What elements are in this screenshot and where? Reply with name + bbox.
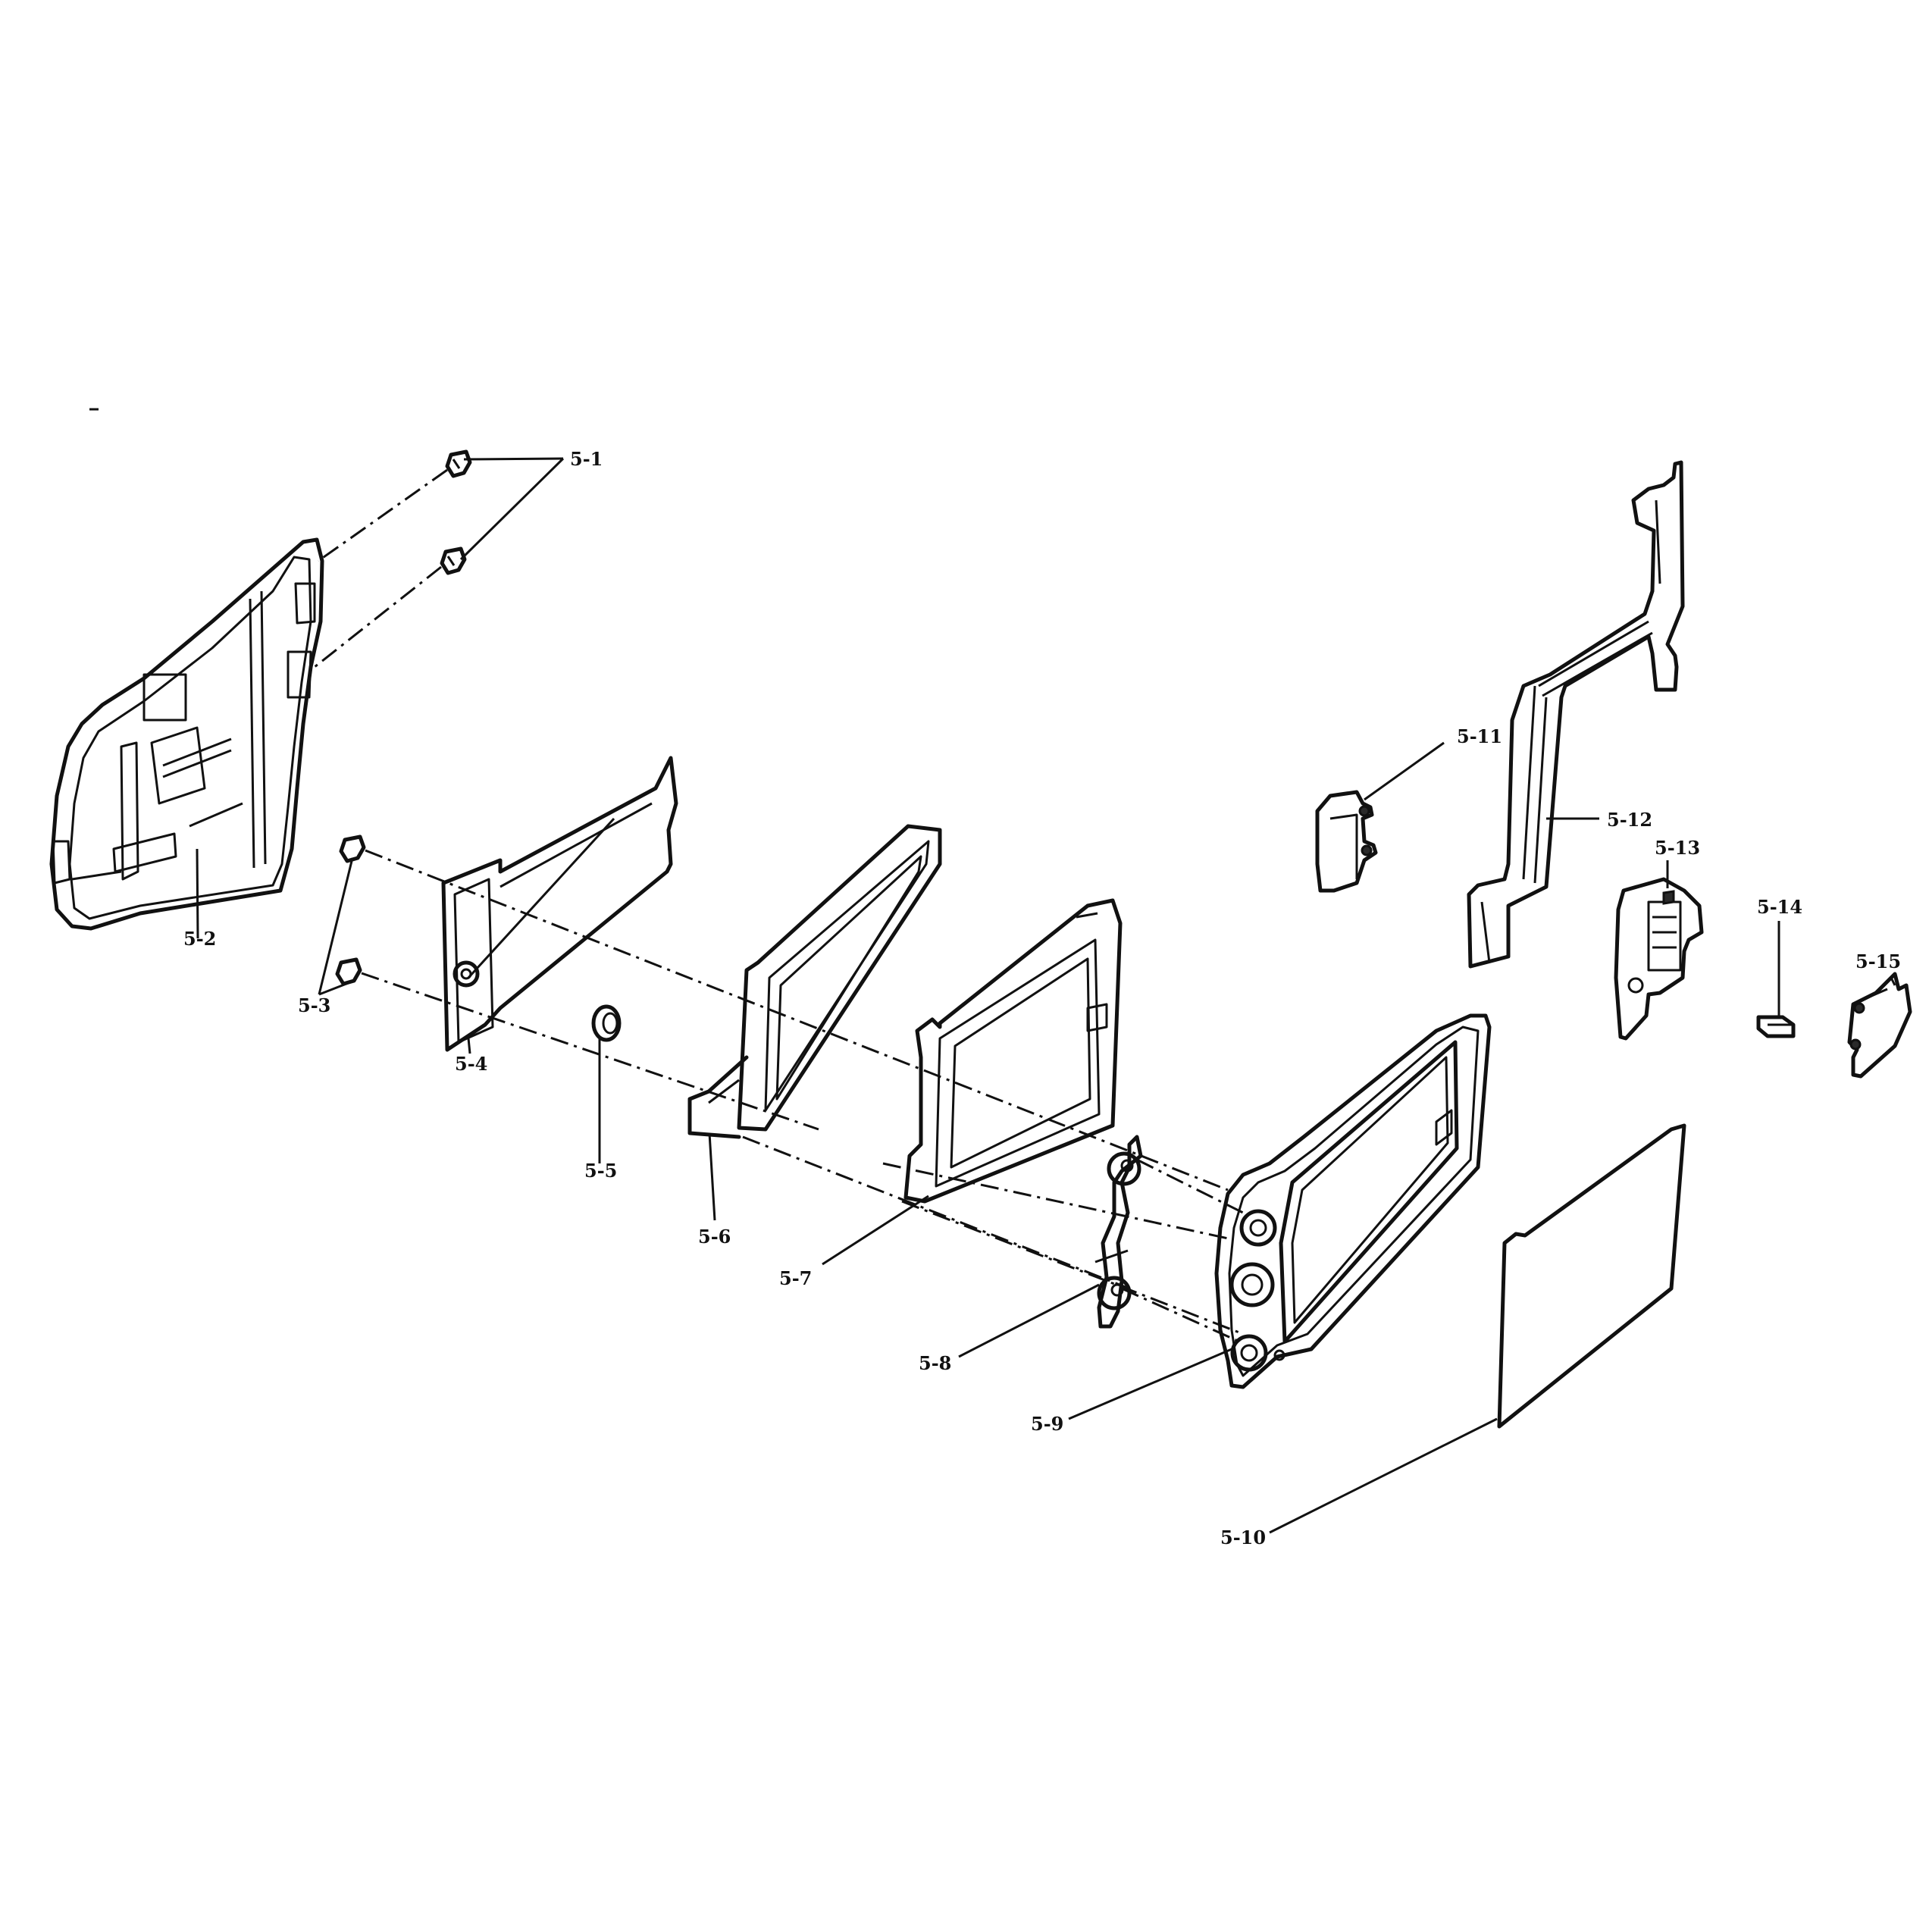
part-front-bezel-5-9 (1214, 1013, 1492, 1389)
callout-5-5: 5-5 (584, 1160, 617, 1182)
part-button-board-5-8 (1094, 1135, 1143, 1329)
part-board-5-4 (441, 756, 678, 1052)
part-flex-cable-5-12 (1467, 460, 1685, 969)
part-sheet-5-10 (1497, 1123, 1686, 1429)
leader-lines (196, 457, 1896, 1534)
part-jack-5-13 (1614, 877, 1704, 1041)
callout-5-7: 5-7 (779, 1267, 812, 1289)
callout-5-13: 5-13 (1655, 837, 1700, 859)
callout-5-1: 5-1 (570, 448, 603, 470)
callout-labels: 5-1 5-2 5-3 5-4 5-5 5-6 5-7 5-8 5-9 5-10… (183, 448, 1901, 1548)
part-bracket-5-11 (1315, 790, 1378, 893)
part-rear-cover (49, 537, 324, 931)
callout-5-10: 5-10 (1220, 1526, 1266, 1548)
callout-5-12: 5-12 (1607, 809, 1652, 831)
part-block-5-14 (1756, 1015, 1796, 1038)
assembly-axes (314, 468, 1244, 1343)
callout-5-4: 5-4 (455, 1053, 487, 1075)
part-screws-5-3 (335, 834, 366, 986)
part-knob-5-5 (591, 1004, 622, 1042)
part-lcd-5-6 (687, 824, 942, 1139)
callout-5-3: 5-3 (298, 994, 330, 1016)
callout-5-6: 5-6 (698, 1226, 731, 1248)
callout-5-14: 5-14 (1757, 896, 1802, 918)
callout-5-2: 5-2 (183, 928, 216, 950)
part-cap-5-15 (1847, 972, 1912, 1079)
callout-5-15: 5-15 (1855, 950, 1901, 972)
part-frame-5-7 (903, 898, 1123, 1204)
callout-5-8: 5-8 (919, 1352, 951, 1374)
callout-5-11: 5-11 (1457, 725, 1502, 747)
part-screws-5-1 (440, 449, 472, 575)
callout-5-9: 5-9 (1031, 1413, 1063, 1435)
